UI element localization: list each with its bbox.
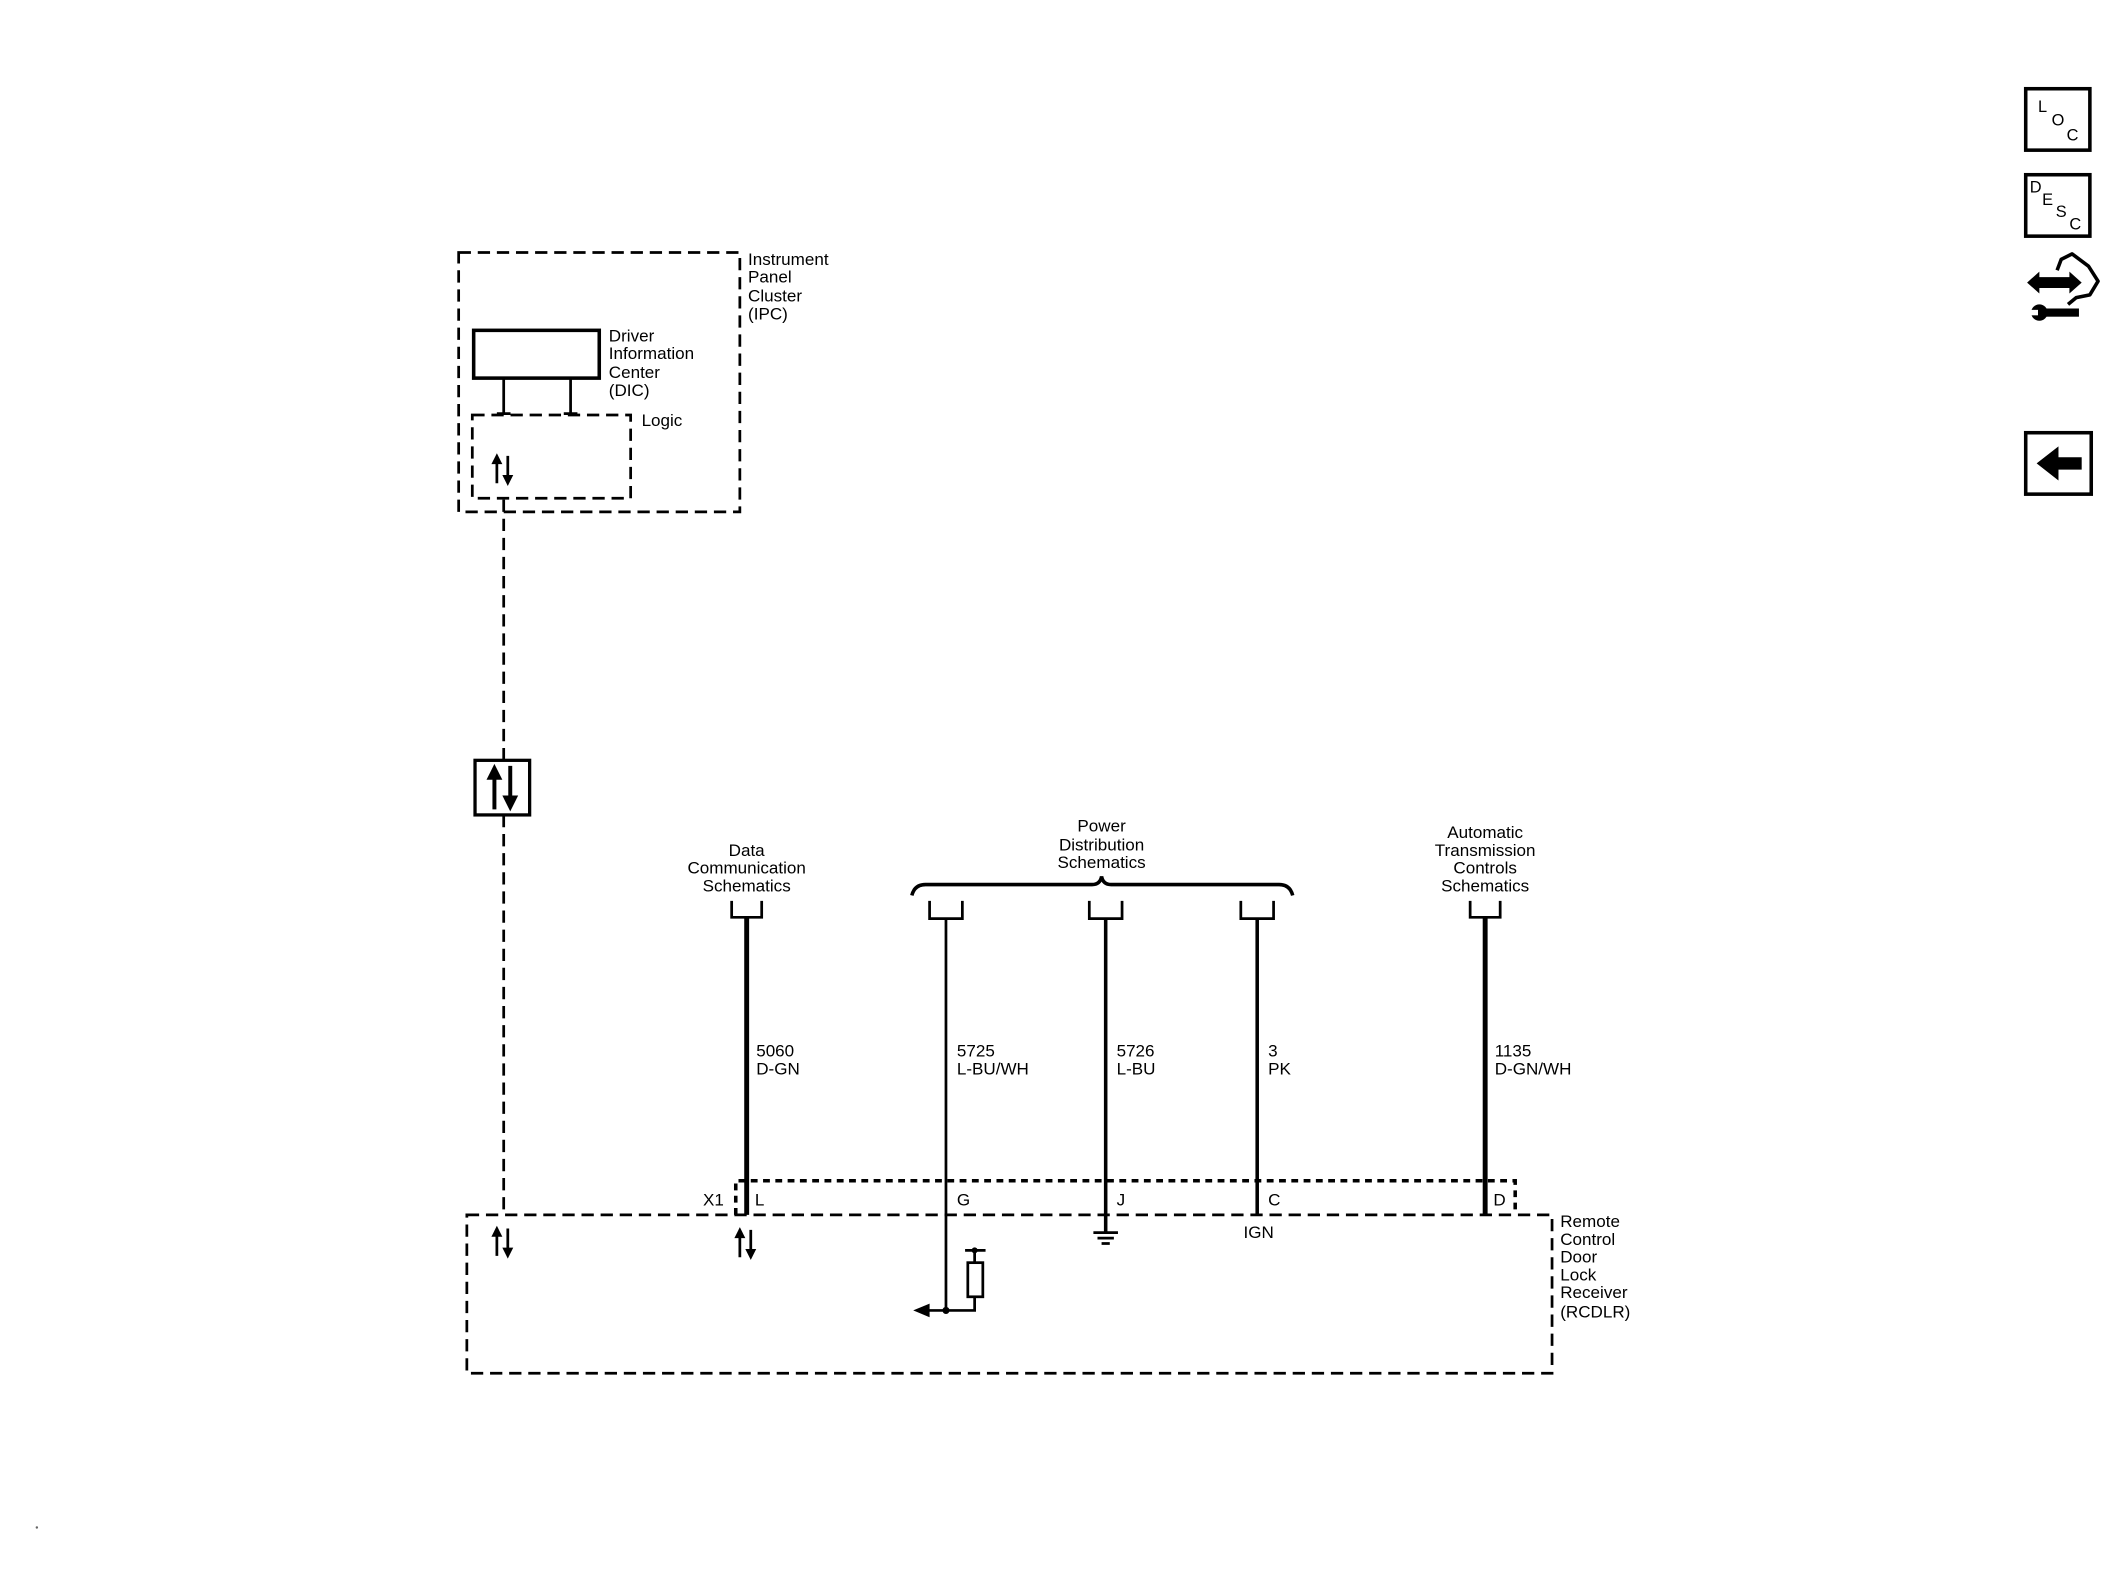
reference-label-line: Data bbox=[729, 841, 766, 860]
wire-color: D-GN/WH bbox=[1495, 1059, 1572, 1078]
wiring-harness-button[interactable] bbox=[2022, 251, 2100, 331]
reference-label-line: Distribution bbox=[1059, 835, 1144, 854]
desc-button-frame[interactable] bbox=[2023, 172, 2092, 238]
dic-label-line: (DIC) bbox=[609, 381, 650, 400]
reference-label-line: Schematics bbox=[1441, 876, 1529, 895]
trans-controls-reference: Automatic Transmission Controls Schemati… bbox=[1435, 823, 1536, 919]
desc-letter: S bbox=[2056, 203, 2067, 221]
loc-letter: O bbox=[2052, 112, 2065, 130]
reference-label-line: Transmission bbox=[1435, 841, 1536, 860]
connector-pin: D bbox=[1493, 1190, 1505, 1209]
rcdlr-label-line: Door bbox=[1560, 1248, 1597, 1267]
logic-boundary bbox=[470, 413, 633, 500]
ipc-label-line: Cluster bbox=[748, 287, 802, 306]
connector-pin: C bbox=[1268, 1190, 1280, 1209]
rcdlr-label-line: Remote bbox=[1560, 1212, 1620, 1231]
loc-button[interactable]: L O C bbox=[2023, 86, 2092, 152]
rcdlr-module: Remote Control Door Lock Receiver (RCDLR… bbox=[465, 1212, 1630, 1375]
connector-pin: L bbox=[755, 1190, 764, 1209]
ipc-label-line: (IPC) bbox=[748, 304, 788, 323]
pull-up-resistor-icon bbox=[913, 1247, 986, 1318]
connector-x1-boundary bbox=[733, 1178, 1517, 1215]
wire-circuit: 5060 bbox=[756, 1042, 794, 1061]
rcdlr-label-line: Lock bbox=[1560, 1265, 1596, 1284]
wire-5726: 5726 L-BU J bbox=[1093, 918, 1156, 1245]
serial-data-arrows-icon bbox=[486, 763, 519, 812]
wire-circuit: 3 bbox=[1268, 1042, 1277, 1061]
connector-name: X1 bbox=[703, 1190, 724, 1209]
rcdlr-boundary bbox=[465, 1213, 1554, 1375]
rcdlr-label-line: Receiver bbox=[1560, 1283, 1628, 1302]
ipc-label-line: Instrument bbox=[748, 250, 829, 269]
wire-color: L-BU/WH bbox=[957, 1059, 1029, 1078]
serial-data-symbol bbox=[473, 758, 532, 817]
desc-letter: D bbox=[2030, 178, 2042, 196]
logic-label: Logic bbox=[642, 411, 683, 430]
wire-5725: 5725 L-BU/WH G bbox=[944, 918, 1029, 1311]
reference-label-line: Schematics bbox=[1058, 853, 1146, 872]
ipc-label-line: Panel bbox=[748, 268, 792, 287]
wire-3: 3 PK C bbox=[1255, 918, 1291, 1215]
reference-label-line: Communication bbox=[687, 859, 805, 878]
wire-color: D-GN bbox=[756, 1059, 800, 1078]
rcdlr-data-arrows-icon bbox=[734, 1227, 757, 1260]
dic-display-box bbox=[471, 328, 602, 380]
loc-letter: C bbox=[2067, 127, 2079, 145]
ipc-module: Instrument Panel Cluster (IPC) Driver In… bbox=[457, 250, 829, 514]
loc-letter: L bbox=[2038, 98, 2047, 116]
wire-5060: 5060 D-GN L bbox=[744, 917, 800, 1215]
logic-data-arrows-icon bbox=[491, 453, 514, 486]
ground-icon bbox=[1093, 1231, 1118, 1245]
dic-label-line: Driver bbox=[609, 326, 655, 345]
wire-circuit: 5726 bbox=[1117, 1042, 1155, 1061]
wire-color: PK bbox=[1268, 1059, 1291, 1078]
reference-label-line: Automatic bbox=[1447, 823, 1523, 842]
loc-button-frame[interactable] bbox=[2023, 86, 2092, 152]
wire-circuit: 5725 bbox=[957, 1042, 995, 1061]
rcdlr-label-line: (RCDLR) bbox=[1560, 1302, 1630, 1321]
ign-label: IGN bbox=[1244, 1223, 1274, 1242]
rcdlr-label-line: Control bbox=[1560, 1230, 1615, 1249]
back-arrow-icon bbox=[2036, 446, 2082, 481]
serial-data-box bbox=[473, 758, 532, 817]
data-comm-reference: Data Communication Schematics bbox=[687, 841, 806, 919]
dic-label-line: Information bbox=[609, 344, 694, 363]
desc-button[interactable]: D E S C bbox=[2023, 172, 2092, 238]
scan-speck bbox=[35, 1526, 39, 1529]
desc-letter: E bbox=[2042, 191, 2053, 209]
connector-pin: J bbox=[1117, 1190, 1126, 1209]
dic-label-line: Center bbox=[609, 363, 660, 382]
back-button[interactable] bbox=[2023, 430, 2094, 496]
desc-letter: C bbox=[2069, 215, 2081, 233]
connector-pin: G bbox=[957, 1190, 970, 1209]
reference-brace bbox=[910, 875, 1295, 896]
wire-color: L-BU bbox=[1117, 1059, 1156, 1078]
power-dist-reference: Power Distribution Schematics bbox=[910, 816, 1295, 921]
wire-circuit: 1135 bbox=[1495, 1042, 1532, 1061]
reference-label-line: Controls bbox=[1453, 859, 1516, 878]
ipc-boundary bbox=[457, 251, 742, 514]
reference-label-line: Power bbox=[1077, 816, 1126, 835]
rcdlr-serial-arrows-icon bbox=[491, 1225, 514, 1259]
reference-label-line: Schematics bbox=[703, 876, 791, 895]
wire-1135: 1135 D-GN/WH D bbox=[1482, 917, 1572, 1215]
